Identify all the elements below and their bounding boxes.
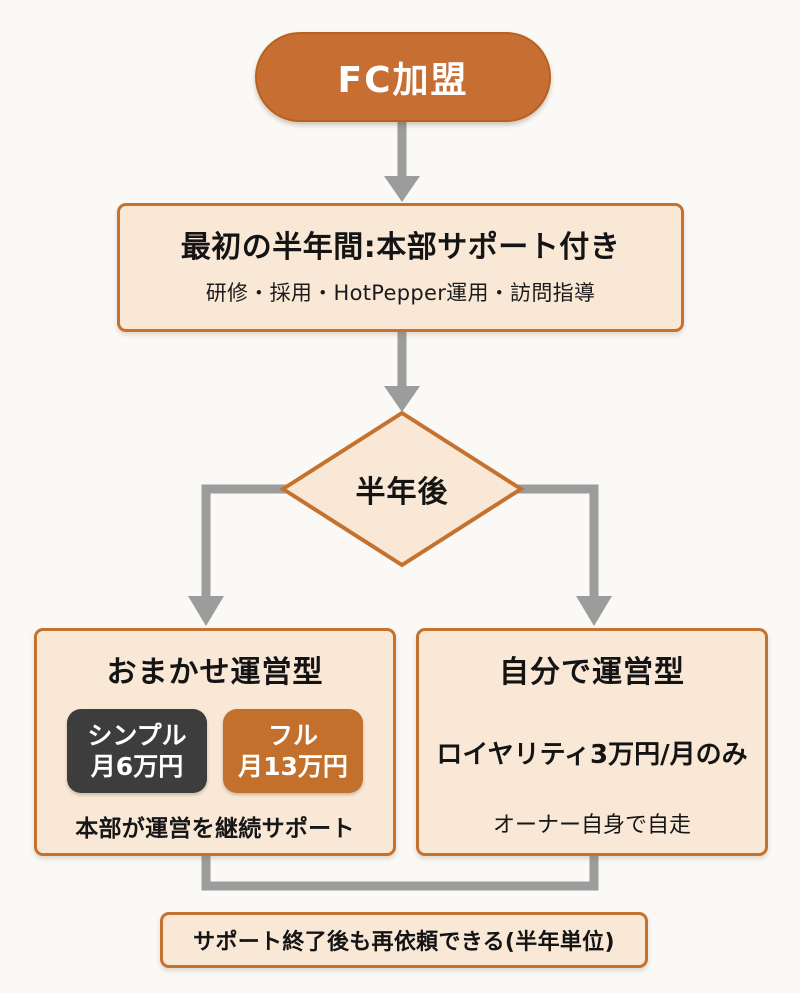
merge-bracket-line (201, 854, 599, 891)
plan-badge-simple-price: 月6万円 (90, 752, 184, 781)
start-node-label: FC加盟 (337, 60, 469, 101)
arrow-start-to-support-head (384, 176, 420, 202)
plan-badge-full-name: フル (267, 720, 318, 750)
support-period-title: 最初の半年間:本部サポート付き (180, 230, 621, 265)
re-request-note-box: サポート終了後も再依頼できる(半年単位) (160, 912, 648, 968)
managed-operation-title: おまかせ運営型 (106, 655, 324, 690)
re-request-note-label: サポート終了後も再依頼できる(半年単位) (193, 930, 615, 955)
support-period-subtitle: 研修・採用・HotPepper運用・訪問指導 (205, 281, 596, 305)
decision-node-label: 半年後 (355, 475, 449, 510)
arrow-support-to-decision-head (384, 386, 420, 412)
start-node: FC加盟 (255, 32, 551, 122)
decision-diamond-shape (279, 410, 525, 568)
self-operation-royalty: ロイヤリティ3万円/月のみ (436, 739, 748, 770)
arrow-decision-to-right-head (576, 596, 612, 626)
plan-badge-simple: シンプル 月6万円 (67, 709, 207, 793)
plan-badges-row: シンプル 月6万円 フル 月13万円 (37, 709, 393, 793)
plan-badge-simple-name: シンプル (87, 720, 187, 750)
arrow-decision-to-left-line (201, 484, 290, 598)
managed-operation-note: 本部が運営を継続サポート (75, 816, 355, 842)
self-operation-box: 自分で運営型 ロイヤリティ3万円/月のみ オーナー自身で自走 (416, 628, 768, 856)
self-operation-title: 自分で運営型 (499, 655, 685, 690)
arrow-decision-to-left-head (188, 596, 224, 626)
plan-badge-full-price: 月13万円 (238, 752, 348, 781)
support-period-box: 最初の半年間:本部サポート付き 研修・採用・HotPepper運用・訪問指導 (117, 203, 684, 332)
plan-badge-full: フル 月13万円 (223, 709, 363, 793)
managed-operation-box: おまかせ運営型 シンプル 月6万円 フル 月13万円 本部が運営を継続サポート (34, 628, 396, 856)
self-operation-note: オーナー自身で自走 (492, 813, 691, 838)
arrow-decision-to-right-line (514, 484, 599, 598)
